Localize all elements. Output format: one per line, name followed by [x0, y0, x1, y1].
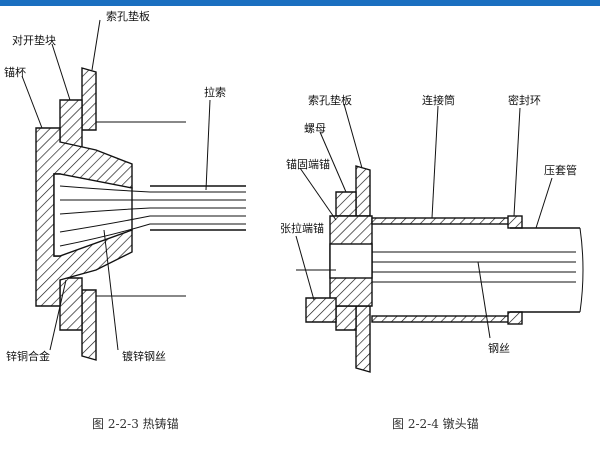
right-bearing-plate-top	[355, 165, 371, 217]
label-steel-wire: 钢丝	[488, 342, 510, 355]
right-nut-top	[335, 191, 357, 217]
header-bar	[0, 0, 600, 6]
left-alloy-core	[53, 173, 133, 257]
right-nut-bottom	[335, 305, 357, 331]
label-galvanized-wire: 镀锌钢丝	[122, 349, 166, 363]
caption-left: 图 2-2-3 热铸锚	[92, 416, 179, 431]
figure-button-head-anchor: 索孔垫板 螺母 锚固端锚 连接筒 密封环 压套管 张拉端锚 钢丝 图 2-2-4…	[280, 93, 584, 431]
label-connecting-tube: 连接筒	[422, 93, 455, 107]
right-seal-ring-bottom	[507, 311, 523, 325]
label-seal-ring: 密封环	[508, 93, 541, 107]
label-anchor-head: 锚固端锚	[286, 157, 330, 171]
right-connecting-tube-top	[371, 217, 511, 225]
left-bearing-plate-bottom	[81, 289, 97, 361]
label-right-bearing-plate: 索孔垫板	[308, 93, 352, 107]
label-cable: 拉索	[204, 85, 226, 99]
right-tension-anchor	[305, 297, 337, 323]
left-bearing-plate-top	[81, 67, 97, 131]
label-split-wedge: 对开垫块	[12, 33, 56, 47]
label-tension-anchor: 张拉端锚	[280, 221, 324, 235]
label-nut: 螺母	[304, 122, 326, 135]
right-connecting-tube-bottom	[371, 315, 511, 323]
label-bearing-plate: 索孔垫板	[106, 9, 150, 23]
figure-hot-cast-anchor: 索孔垫板 对开垫块 锚杯 拉索 锌铜合金 镀锌钢丝 图 2-2-3 热铸锚	[4, 9, 246, 431]
label-anchor-cup: 锚杯	[4, 65, 26, 79]
label-zinc-copper-alloy: 锌铜合金	[6, 349, 50, 363]
right-bearing-plate-bottom	[355, 305, 371, 373]
right-seal-ring-top	[507, 215, 523, 229]
label-protective-tube: 压套管	[544, 163, 577, 177]
left-split-wedge-bottom	[59, 277, 83, 331]
caption-right: 图 2-2-4 镦头锚	[392, 416, 479, 431]
right-inner-rod	[329, 243, 373, 279]
